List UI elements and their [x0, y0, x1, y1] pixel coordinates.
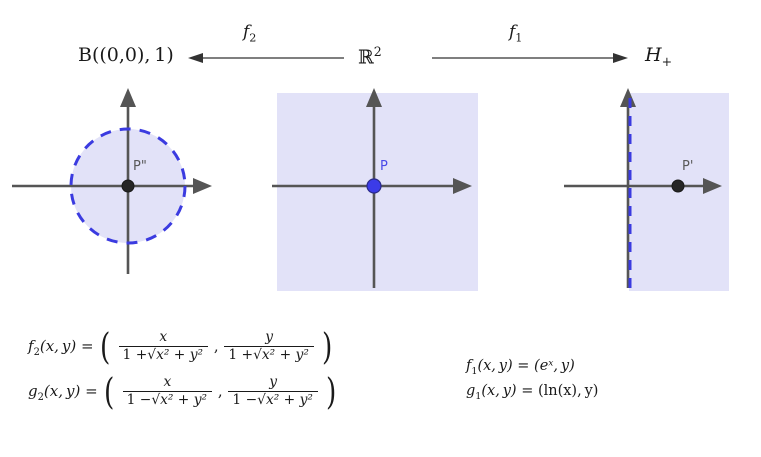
formula-g2-fraction-2-denominator: 1 −√x² + y²: [228, 391, 318, 409]
formula-g2-fraction-2-numerator: y: [228, 374, 318, 393]
formula-g2-fraction-2-den-prefix: 1 −: [232, 392, 258, 409]
point-label-p-double-prime: P": [133, 159, 147, 174]
set-label-halfplane: H+: [645, 44, 672, 69]
arrow-label-f2: f2: [243, 22, 256, 44]
formula-f1: f1(x, y) = (eˣ, y): [466, 358, 598, 377]
formula-f1-fn-sub: 1: [471, 365, 478, 377]
formula-f1-equals: =: [517, 358, 530, 374]
formula-f1-fn: f: [466, 358, 472, 374]
formula-f2: f2(x, y) = ( x 1 +√x² + y² , y 1 +√x² + …: [28, 324, 338, 368]
set-label-plane: ℝ2: [358, 44, 382, 68]
panel-ball: [12, 88, 212, 274]
formula-g2-fraction-1-radicand: x² + y²: [159, 391, 209, 409]
formula-g2-fraction-1-den-prefix: 1 −: [126, 392, 152, 409]
formula-g2-fraction-2: y 1 −√x² + y²: [228, 374, 318, 409]
plane-x-axis-arrowhead: [453, 178, 472, 194]
formula-f2-fn: f: [28, 336, 34, 355]
formula-f1-rhs: (eˣ, y): [534, 358, 575, 374]
set-label-ball-text: B((0,0), 1): [78, 44, 174, 66]
formula-f2-close-paren: ): [321, 324, 332, 368]
formula-f2-fraction-2-sqrt: √x² + y²: [253, 346, 310, 364]
formula-f2-fraction-2: y 1 +√x² + y²: [224, 329, 314, 364]
formula-g2-fraction-2-sqrt: √x² + y²: [257, 391, 314, 409]
formula-g2-fraction-1-numerator: x: [122, 374, 213, 393]
halfplane-y-axis-arrowhead: [620, 88, 636, 107]
formula-g2-fraction-1-denominator: 1 −√x² + y²: [123, 391, 213, 409]
set-label-halfplane-subscript: +: [661, 53, 673, 69]
formula-g2-close-paren: ): [325, 369, 337, 413]
point-p-double-prime: [121, 179, 135, 193]
arrow-label-f2-sub: 2: [249, 31, 257, 45]
ball-y-axis-arrowhead: [120, 88, 136, 107]
arrow-f2: [188, 53, 344, 63]
formula-g1: g1(x, y) = (ln(x), y): [466, 383, 598, 402]
formula-g2-fn-sub: 2: [37, 391, 44, 403]
point-p-prime: [671, 179, 685, 193]
formula-g1-equals: =: [521, 382, 534, 399]
formula-g1-fn: g: [466, 382, 476, 399]
formula-f2-equals: =: [81, 336, 94, 355]
formula-g2-args: (x, y): [43, 381, 81, 400]
formula-f2-fraction-1-radicand: x² + y²: [155, 346, 205, 364]
formula-g2-fraction-1-sqrt: √x² + y²: [151, 391, 209, 409]
set-label-plane-exponent: 2: [373, 44, 382, 59]
arrow-f1: [432, 53, 628, 63]
arrow-label-f1-sub: 1: [515, 31, 523, 45]
formula-f2-fraction-2-den-prefix: 1 +: [228, 347, 254, 364]
point-label-p: P: [380, 159, 388, 174]
set-label-halfplane-base: H: [645, 44, 662, 66]
plane-y-axis-arrowhead: [366, 88, 382, 107]
formula-g2: g2(x, y) = ( x 1 −√x² + y² , y 1 −√x² + …: [28, 369, 338, 413]
point-p: [366, 178, 382, 194]
formula-g2-comma: ,: [217, 381, 223, 400]
arrow-label-f2-name: f: [243, 22, 250, 42]
formula-f2-fraction-1-denominator: 1 +√x² + y²: [119, 346, 209, 364]
formula-g2-open-paren: (: [104, 369, 115, 413]
formula-f1-args: (x, y): [477, 358, 513, 374]
formula-g2-fn: g: [28, 381, 38, 400]
arrow-label-f1: f1: [509, 22, 522, 44]
arrow-label-f1-name: f: [509, 22, 516, 42]
halfplane-x-axis-arrowhead: [703, 178, 722, 194]
set-label-plane-base: ℝ: [358, 46, 374, 69]
formula-f2-args: (x, y): [39, 336, 77, 355]
ball-boundary-circle: [69, 127, 187, 245]
panel-halfplane: [564, 88, 729, 291]
set-label-ball: B((0,0), 1): [78, 44, 174, 66]
formula-g2-fraction-1: x 1 −√x² + y²: [122, 374, 213, 409]
formula-f2-fraction-2-denominator: 1 +√x² + y²: [224, 346, 314, 364]
formula-group-left: f2(x, y) = ( x 1 +√x² + y² , y 1 +√x² + …: [28, 324, 338, 413]
panel-plane: [272, 88, 478, 291]
formula-f2-fraction-2-radicand: x² + y²: [260, 346, 310, 364]
formula-g1-rhs: (ln(x), y): [537, 382, 599, 399]
point-label-p-prime: P': [682, 159, 694, 174]
formula-g2-equals: =: [85, 381, 98, 400]
formula-f2-fraction-1-den-prefix: 1 +: [122, 347, 148, 364]
formula-f2-comma: ,: [213, 336, 219, 355]
formula-f2-fraction-2-numerator: y: [224, 329, 314, 348]
ball-x-axis-arrowhead: [193, 178, 212, 194]
formula-g1-args: (x, y): [481, 382, 517, 399]
formula-g2-fraction-2-radicand: x² + y²: [264, 391, 314, 409]
formula-f2-fn-sub: 2: [33, 346, 40, 358]
formula-f2-open-paren: (: [100, 324, 111, 368]
formula-group-right: f1(x, y) = (eˣ, y) g1(x, y) = (ln(x), y): [466, 358, 598, 402]
formula-f2-fraction-1-numerator: x: [118, 329, 209, 348]
formula-f2-fraction-1: x 1 +√x² + y²: [118, 329, 209, 364]
formula-f2-fraction-1-sqrt: √x² + y²: [147, 346, 205, 364]
formula-g1-fn-sub: 1: [475, 390, 482, 402]
